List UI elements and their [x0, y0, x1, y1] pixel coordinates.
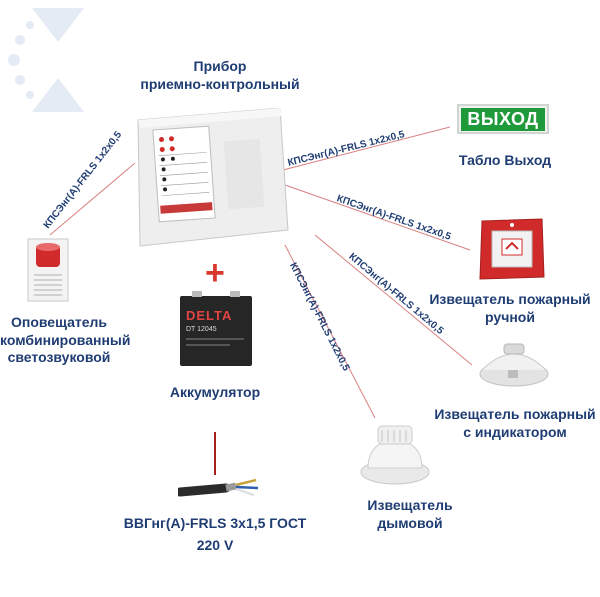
battery-brand: DELTA — [186, 308, 233, 323]
exit-sign-text: ВЫХОД — [461, 107, 545, 131]
siren-label: Оповещатель комбинированный светозвуково… — [0, 314, 131, 365]
battery-label: Аккумулятор — [169, 384, 261, 400]
plus-sign: + — [205, 254, 225, 292]
battery-model: DT 12045 — [186, 326, 217, 333]
control-panel-device — [137, 108, 289, 247]
line-to-smoke — [284, 244, 376, 419]
indicator-detector-label: Извещатель пожарный с индикатором — [434, 406, 596, 440]
power-cable-device — [178, 478, 259, 497]
power-cable-label: ВВГнг(А)-FRLS 3х1,5 ГОСТ 220 V — [123, 515, 307, 554]
watermark-logo — [8, 8, 84, 112]
indicator-detector-device — [479, 343, 549, 387]
line-to-manual — [284, 184, 471, 251]
panel-title: Прибор приемно-контрольный — [140, 58, 300, 92]
smoke-detector-device — [360, 425, 430, 485]
line-to-indicator — [314, 234, 473, 366]
exit-sign: ВЫХОД — [457, 104, 549, 134]
battery-device: DELTA DT 12045 — [180, 291, 252, 366]
line-to-exit — [282, 126, 451, 171]
siren-device — [27, 238, 69, 302]
exit-sign-label: Табло Выход — [458, 152, 552, 168]
smoke-detector-label: Извещатель дымовой — [367, 497, 453, 531]
manual-call-point-device — [479, 218, 545, 280]
manual-detector-label: Извещатель пожарный ручной — [429, 291, 591, 325]
line-to-siren — [49, 162, 136, 236]
